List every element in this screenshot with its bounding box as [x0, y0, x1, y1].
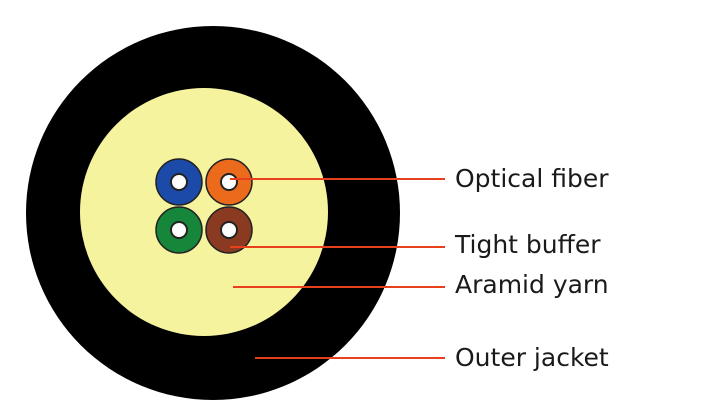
fiber-blue [155, 158, 203, 206]
fiber-orange [205, 158, 253, 206]
fiber-green [155, 206, 203, 254]
label-optical-fiber: Optical fiber [455, 164, 609, 193]
aramid-yarn [80, 88, 328, 336]
label-tight-buffer: Tight buffer [455, 230, 601, 259]
label-outer-jacket: Outer jacket [455, 343, 609, 372]
fiber-brown [205, 206, 253, 254]
label-aramid-yarn: Aramid yarn [455, 270, 609, 299]
